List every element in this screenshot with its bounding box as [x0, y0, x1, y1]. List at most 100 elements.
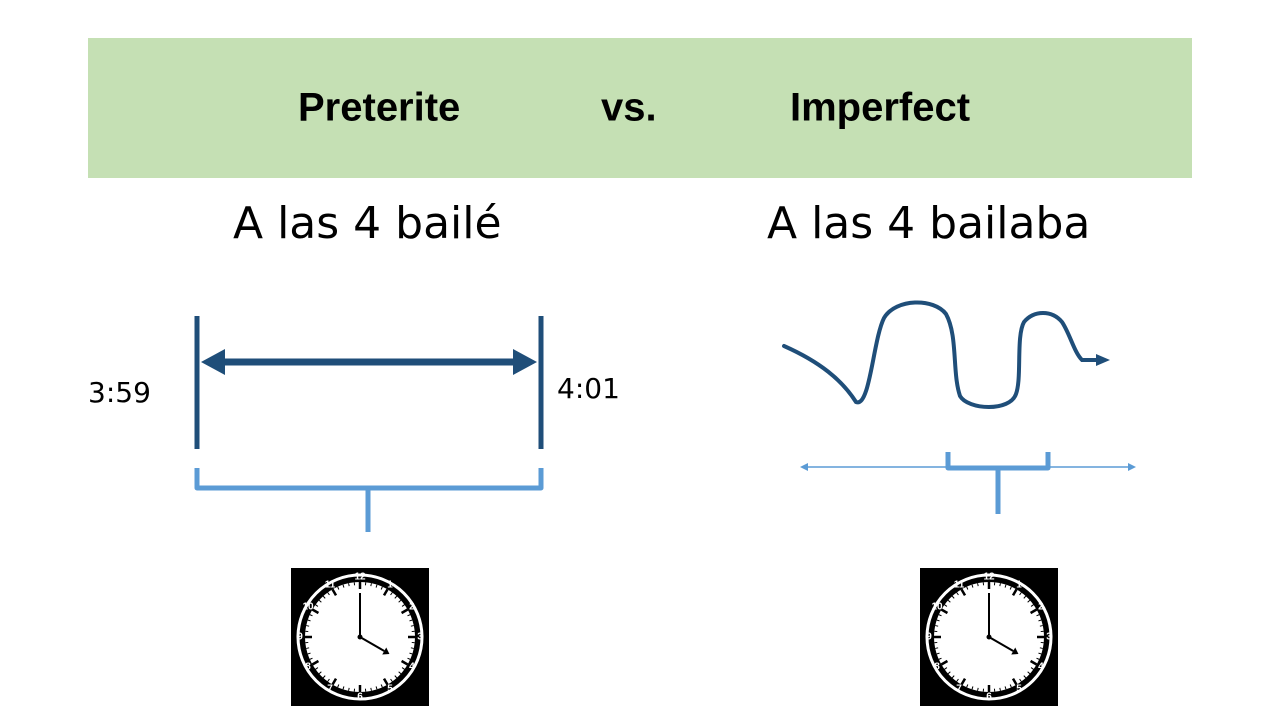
clock-tick [971, 686, 974, 690]
clock-tick [400, 659, 409, 666]
clock-tick [960, 588, 967, 597]
clock-numeral: 3 [1046, 632, 1052, 643]
clock-tick [400, 608, 409, 615]
clock-tick [956, 678, 959, 682]
clock-numeral: 11 [954, 580, 965, 591]
clock-hour-hand-tip [1011, 647, 1019, 655]
clock-tick [327, 678, 330, 682]
end-time-label: 4:01 [557, 372, 620, 405]
clock-tick [342, 686, 345, 690]
header-band [88, 38, 1192, 178]
clock-tick [398, 599, 402, 603]
clock-numeral: 4 [1038, 662, 1044, 673]
clock-numeral: 1 [387, 580, 393, 591]
clock-numeral: 9 [297, 632, 303, 643]
clock-tick [956, 592, 959, 596]
clock-tick [307, 652, 311, 655]
clock-tick [1030, 604, 1034, 607]
clock-tick [1038, 619, 1042, 622]
clock-tick [342, 584, 345, 588]
clock-hour-hand [359, 636, 385, 652]
clock-tick [410, 647, 414, 649]
clock-tick [999, 687, 1001, 691]
clock-numeral: 12 [983, 572, 995, 583]
clock-numeral: 4 [409, 662, 415, 673]
clock-tick [1036, 657, 1040, 660]
clock-tick [1004, 686, 1007, 690]
clock-tick [1023, 595, 1027, 599]
clock-tick [309, 614, 313, 617]
clock-numeral: 10 [302, 602, 314, 613]
clock-numeral: 5 [387, 683, 393, 694]
clock-tick [947, 599, 951, 603]
clock-tick [337, 586, 340, 590]
clock-tick [337, 684, 340, 688]
imperfect-bracket [945, 452, 1051, 514]
clock-tick [382, 677, 389, 686]
preterite-bracket [194, 468, 544, 532]
duration-arrow-right-head [513, 349, 537, 375]
clock-rim [296, 573, 424, 701]
clock-tick [401, 604, 405, 607]
clock-tick [311, 659, 320, 666]
clock-tick [1027, 671, 1031, 675]
clock-tick [410, 625, 414, 627]
clock-tick [1009, 586, 1012, 590]
clock-tick [380, 586, 383, 590]
ongoing-action-wave [782, 300, 1098, 409]
clock-tick [390, 678, 393, 682]
preterite-sentence: A las 4 bailé [233, 198, 502, 249]
clock-tick [307, 619, 311, 622]
start-time-label: 3:59 [88, 376, 151, 409]
clock-tick [409, 652, 413, 655]
clock-tick [331, 677, 338, 686]
clock-tick [1011, 588, 1018, 597]
clock-tick [401, 667, 405, 670]
clock-numeral: 10 [931, 602, 943, 613]
ongoing-action-arrowhead [1096, 354, 1110, 366]
clock-tick [977, 583, 979, 587]
clock-tick [977, 687, 979, 691]
clock-tick [390, 592, 393, 596]
header-vs: vs. [601, 85, 657, 130]
clock-center-pin [357, 634, 363, 640]
clock-tick [370, 583, 372, 587]
clock-tick [1023, 675, 1027, 679]
clock-tick [938, 614, 942, 617]
clock-tick [936, 652, 940, 655]
clock-numeral: 5 [1016, 683, 1022, 694]
clock-numeral: 9 [926, 632, 932, 643]
clock-tick [1009, 684, 1012, 688]
clock-tick [966, 586, 969, 590]
clock-tick [1039, 625, 1043, 627]
clock-tick [947, 671, 951, 675]
clock-tick [322, 595, 326, 599]
clock-numeral: 1 [1016, 580, 1022, 591]
clock-tick [1019, 678, 1022, 682]
clock-tick [1027, 599, 1031, 603]
clock-tick [318, 671, 322, 675]
clock-tick [1011, 677, 1018, 686]
clock-tick [1039, 647, 1043, 649]
imperfect-sentence: A las 4 bailaba [767, 198, 1091, 249]
clock-tick [348, 687, 350, 691]
clock-tick [394, 675, 398, 679]
clock-tick [407, 657, 411, 660]
clock-tick [1036, 614, 1040, 617]
clock-numeral: 3 [417, 632, 423, 643]
clock-tick [1029, 608, 1038, 615]
clock-tick [971, 584, 974, 588]
clock-tick [322, 675, 326, 679]
clock-tick [306, 625, 310, 627]
clock-tick [936, 619, 940, 622]
clock-numeral: 8 [934, 662, 940, 673]
clock-center-pin [986, 634, 992, 640]
clock-numeral: 12 [354, 572, 366, 583]
clock-tick [370, 687, 372, 691]
clock-tick [382, 588, 389, 597]
clock-tick [315, 667, 319, 670]
clock-tick [380, 684, 383, 688]
